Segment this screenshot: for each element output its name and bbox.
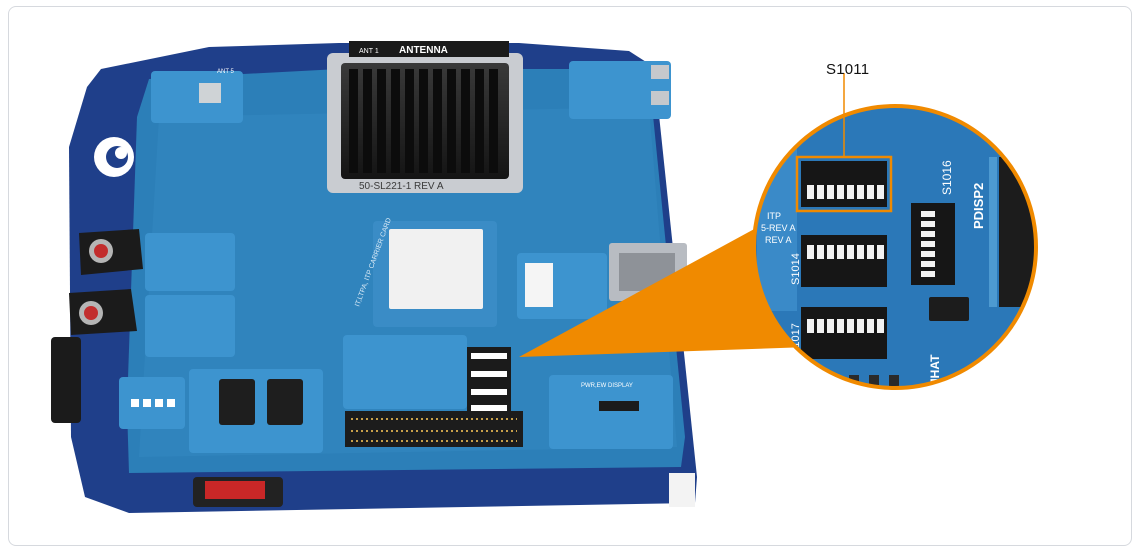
product-label xyxy=(669,473,695,507)
display-label: PWR,EW DISPLAY xyxy=(581,383,633,389)
dip-switch-s1014 xyxy=(801,235,887,287)
heatsink: ANTENNA ANT 1 50-SL221-1 REV A xyxy=(327,41,523,193)
magnified-view: S1016 PDISP2 S1014 S1017 JHAT ITP 5-REV … xyxy=(752,73,1038,390)
mag-label-jhat: JHAT xyxy=(928,354,942,385)
module-top-right xyxy=(569,61,671,119)
module-led xyxy=(119,377,185,429)
heatsink-brand: ANTENNA xyxy=(399,45,448,56)
module-top-left xyxy=(151,71,243,123)
mag-label-rev1: 5-REV A xyxy=(761,223,796,233)
mag-label-itp: ITP xyxy=(767,211,781,221)
mag-label-pdisp2: PDISP2 xyxy=(971,183,986,229)
board-photo: ANTENNA ANT 1 50-SL221-1 REV A IT,LTPA, … xyxy=(51,41,1038,513)
heatsink-id: ANT 1 xyxy=(359,48,379,55)
image-frame: ANTENNA ANT 1 50-SL221-1 REV A IT,LTPA, … xyxy=(8,6,1132,546)
module-left-1 xyxy=(145,233,235,291)
mag-label-rev2: REV A xyxy=(765,235,792,245)
callout-label: S1011 xyxy=(826,61,870,78)
module-left-2 xyxy=(145,295,235,357)
mag-label-s1014: S1014 xyxy=(790,253,802,285)
pin-header xyxy=(345,411,523,447)
heatsink-part: 50-SL221-1 REV A xyxy=(359,181,444,192)
ant-label: ANT 5 xyxy=(217,69,235,75)
dip-switch-s1011 xyxy=(801,161,887,207)
mag-label-s1016: S1016 xyxy=(940,160,954,195)
callout-wedge xyxy=(519,221,809,357)
module-center xyxy=(343,335,467,409)
module-display xyxy=(549,375,673,449)
mount-brackets xyxy=(51,229,143,423)
